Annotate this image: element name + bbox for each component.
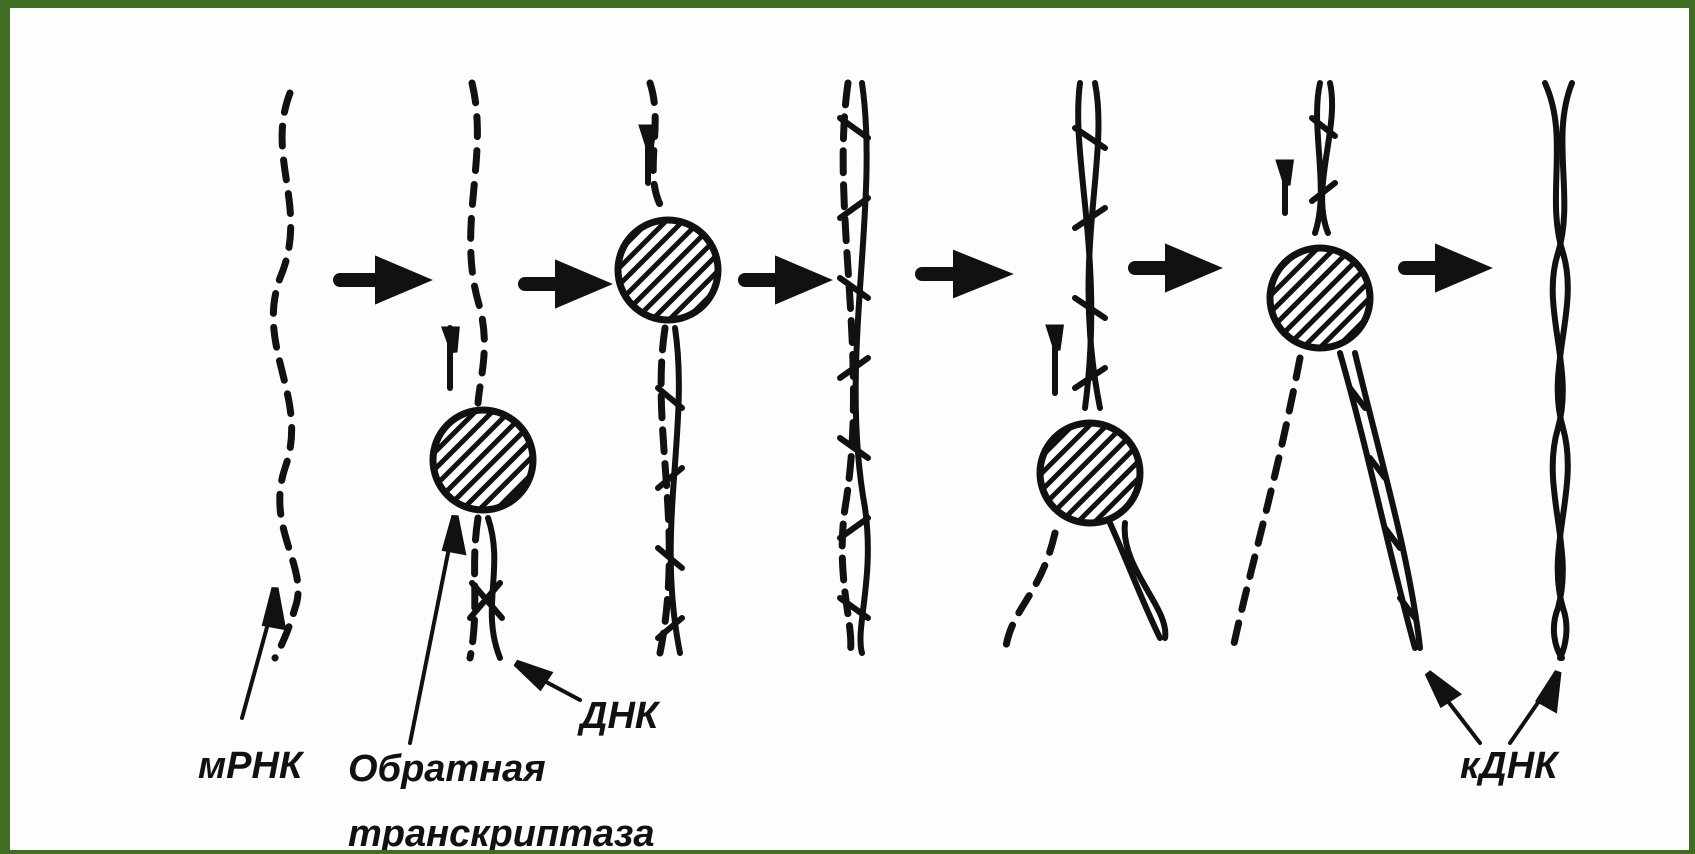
stage-2-initiation	[410, 83, 580, 743]
cdna-label: кДНК	[1460, 745, 1560, 787]
process-arrow-2	[525, 270, 595, 298]
reverse-transcriptase-enzyme-3	[1040, 423, 1140, 523]
stage-7-double-stranded-cdna	[1510, 83, 1572, 743]
reverse-transcriptase-label-line2: транскриптаза	[348, 813, 655, 854]
reverse-transcriptase-enzyme	[433, 410, 533, 510]
process-arrow-5	[1135, 254, 1205, 282]
stage-4-rna-dna-hybrid	[840, 83, 868, 653]
stage-5-rna-removal	[1005, 83, 1165, 653]
reverse-transcriptase-enzyme-2	[618, 220, 718, 320]
stage-3-elongation	[618, 83, 718, 653]
process-arrow-6	[1405, 254, 1475, 282]
stage-6-second-strand-synthesis	[1232, 83, 1480, 743]
mrna-label: мРНК	[198, 745, 305, 787]
process-arrow-4	[922, 260, 995, 288]
reverse-transcriptase-enzyme-4	[1270, 248, 1370, 348]
mrna-pointer-head	[266, 588, 282, 626]
reverse-transcriptase-label-line1: Обратная	[348, 748, 546, 790]
process-arrow-3	[745, 266, 815, 294]
stage-1-mrna-strand	[242, 93, 298, 718]
process-arrow-1	[340, 266, 415, 294]
reverse-transcription-diagram: мРНК Обратная транскриптаза ДНК кДНК	[10, 8, 1695, 854]
dna-label: ДНК	[577, 695, 661, 737]
